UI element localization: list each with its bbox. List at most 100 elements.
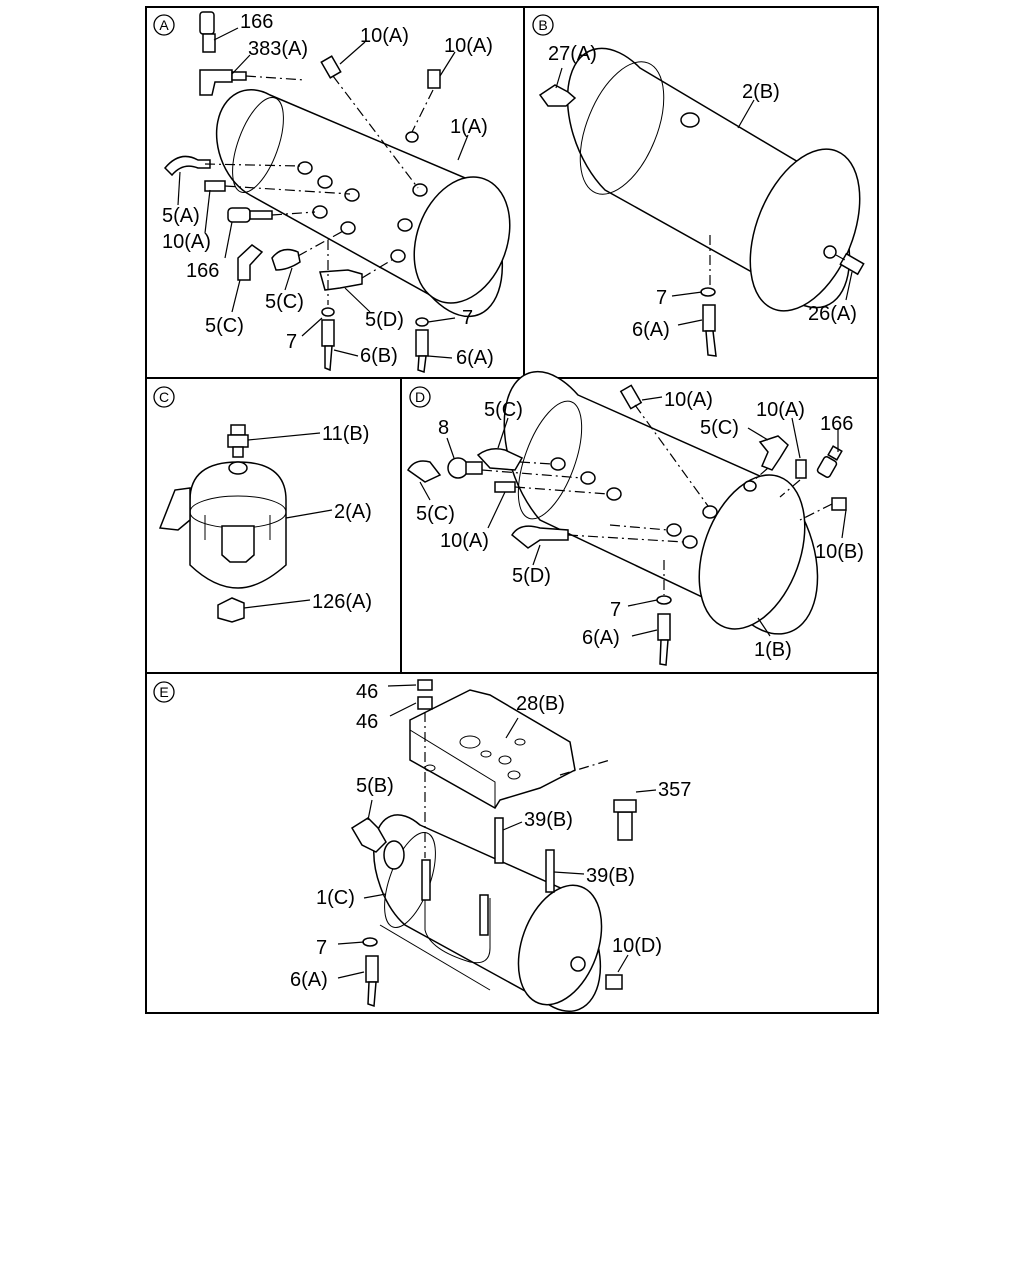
elbow-5c-mid — [271, 248, 301, 271]
plug-10a-3 — [204, 180, 226, 192]
callout-e-39b-top: 39(B) — [524, 809, 573, 831]
callout-a-10a-2: 10(A) — [444, 35, 493, 57]
drain-valve-6a-d — [657, 613, 671, 666]
callout-a-383a: 383(A) — [248, 38, 308, 60]
drain-valve-6a-e — [365, 955, 379, 1008]
panel-b-badge: B — [532, 14, 554, 36]
panel-e: 46 46 28(B) 357 5(B) 39(B) 39(B) 1(C) 7 … — [290, 679, 691, 1012]
callout-a-10a-1: 10(A) — [360, 25, 409, 47]
switch-166-left — [227, 207, 273, 223]
drain-valve-6a — [415, 317, 429, 374]
callout-d-5c-right: 5(C) — [700, 417, 739, 439]
callout-b-26a: 26(A) — [808, 303, 857, 325]
callout-a-7-right: 7 — [462, 307, 473, 329]
callout-d-5c-left: 5(C) — [416, 503, 455, 525]
callout-e-357: 357 — [658, 779, 691, 801]
elbow-5c-d2 — [407, 460, 442, 483]
callout-b-6a: 6(A) — [632, 319, 670, 341]
callout-a-5c-mid: 5(C) — [265, 291, 304, 313]
nut-46-bottom — [417, 696, 433, 710]
plug-10a-d1 — [619, 384, 643, 410]
plug-10a-2 — [427, 69, 441, 89]
callout-e-46-top: 46 — [356, 681, 378, 703]
callout-b-2b: 2(B) — [742, 81, 780, 103]
callout-a-166: 166 — [240, 11, 273, 33]
callout-d-5c-top: 5(C) — [484, 399, 523, 421]
svg-text:B: B — [538, 17, 547, 33]
callout-e-5b: 5(B) — [356, 775, 394, 797]
callout-d-5d: 5(D) — [512, 565, 551, 587]
callout-e-10d: 10(D) — [612, 935, 662, 957]
tee-fitting-383a — [199, 69, 247, 96]
panel-a: 166 383(A) 10(A) 10(A) 1(A) 5(A) 10(A) 1… — [162, 11, 511, 374]
plug-10a-d2 — [494, 481, 516, 493]
drain-valve-6b — [321, 307, 335, 372]
panel-d: 10(A) 5(C) 8 10(A) 5(C) 166 5(C) 10(A) 1… — [407, 370, 864, 666]
fitting-166-top — [199, 11, 216, 53]
panel-c-badge: C — [153, 386, 175, 408]
callout-c-11b: 11(B) — [322, 423, 369, 445]
panel-b: 27(A) 2(B) 7 6(A) 26(A) — [538, 43, 865, 357]
fitting-8 — [447, 457, 483, 479]
bracket-28b — [409, 689, 576, 810]
plug-10a-d3 — [795, 459, 807, 479]
callout-e-1c: 1(C) — [316, 887, 355, 909]
callout-a-6b: 6(B) — [360, 345, 398, 367]
panel-a-badge: A — [153, 14, 175, 36]
callout-d-10a-top: 10(A) — [664, 389, 713, 411]
svg-text:C: C — [159, 389, 169, 405]
callout-a-5d: 5(D) — [365, 309, 404, 331]
elbow-5c-d1 — [476, 448, 524, 471]
callout-d-10a-right: 10(A) — [756, 399, 805, 421]
svg-text:D: D — [415, 389, 425, 405]
elbow-5c-d3 — [758, 435, 789, 471]
callout-a-1a: 1(A) — [450, 116, 488, 138]
elbow-5a — [163, 155, 211, 177]
svg-text:A: A — [159, 17, 169, 33]
u-bolt-39b-right — [494, 817, 555, 893]
air-tank-2a — [158, 461, 287, 589]
panel-e-badge: E — [153, 681, 175, 703]
callout-d-166: 166 — [820, 413, 853, 435]
nut-46-top — [417, 679, 433, 691]
valve-11b — [227, 424, 249, 458]
u-bolt-39b-left — [421, 859, 491, 964]
callout-d-8: 8 — [438, 417, 449, 439]
elbow-126a — [217, 597, 245, 623]
washer-7-e — [362, 937, 378, 947]
drain-valve-6a-b — [702, 304, 717, 357]
callout-e-28b: 28(B) — [516, 693, 565, 715]
elbow-5d-d — [511, 525, 569, 549]
callout-e-7: 7 — [316, 937, 327, 959]
plug-10b — [831, 497, 847, 511]
air-tank-1b — [503, 370, 819, 635]
callout-a-10a-3: 10(A) — [162, 231, 211, 253]
svg-text:E: E — [159, 684, 168, 700]
callout-a-166-low: 166 — [186, 260, 219, 282]
callout-a-7-left: 7 — [286, 331, 297, 353]
callout-c-2a: 2(A) — [334, 501, 372, 523]
callout-e-6a: 6(A) — [290, 969, 328, 991]
callout-d-7: 7 — [610, 599, 621, 621]
air-tank-b — [566, 47, 861, 312]
callout-c-126a: 126(A) — [312, 591, 372, 613]
elbow-5c-low — [237, 244, 264, 281]
callout-d-10b: 10(B) — [815, 541, 864, 563]
washer-7-b — [700, 287, 716, 297]
panel-d-badge: D — [409, 386, 431, 408]
elbow-27a — [538, 84, 577, 107]
callout-b-7: 7 — [656, 287, 667, 309]
plug-10d — [605, 974, 623, 990]
elbow-5d — [319, 269, 363, 291]
callout-d-6a: 6(A) — [582, 627, 620, 649]
callout-a-5c-low: 5(C) — [205, 315, 244, 337]
bolt-357 — [613, 799, 637, 841]
callout-d-10a-left: 10(A) — [440, 530, 489, 552]
air-tank-a — [215, 89, 511, 318]
callout-b-27a: 27(A) — [548, 43, 597, 65]
callout-e-46-bottom: 46 — [356, 711, 378, 733]
callout-a-5a: 5(A) — [162, 205, 200, 227]
callout-d-1b: 1(B) — [754, 639, 792, 661]
washer-7-d — [656, 595, 672, 605]
